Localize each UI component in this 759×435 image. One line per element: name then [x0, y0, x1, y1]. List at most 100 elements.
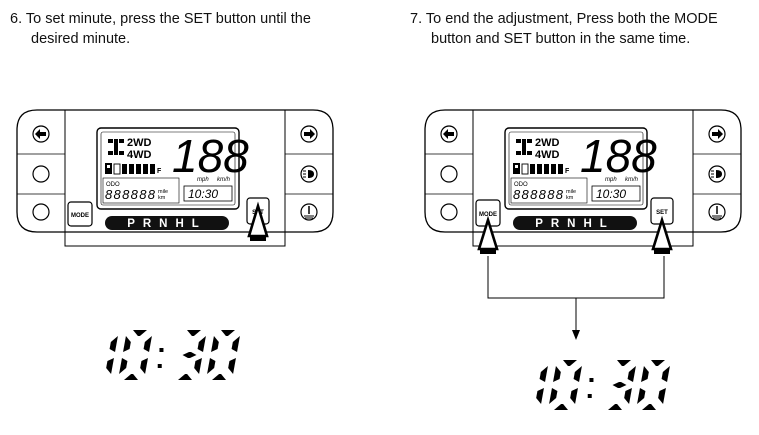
clock-digit-segment — [637, 388, 646, 404]
unit-kmh: km/h — [217, 177, 231, 183]
gear-indicator — [513, 216, 637, 230]
press-arrow-icon — [247, 201, 269, 241]
clock-colon — [157, 364, 162, 368]
clock-digit-segment — [627, 366, 636, 382]
result-clock-step-6 — [106, 330, 240, 380]
drive-mode-2wd: 2WD — [535, 137, 560, 149]
four-wheel-drive-icon — [516, 139, 532, 155]
clock-digit-segment — [182, 352, 197, 358]
left-turn-indicator-icon — [440, 125, 458, 143]
step-6-line-1: 6. To set minute, press the SET button u… — [10, 11, 311, 27]
gear-letters: PRNHL — [535, 218, 615, 230]
clock-digit-segment — [642, 404, 656, 410]
fuel-pump-icon — [513, 163, 520, 174]
clock-digit-segment — [143, 336, 152, 352]
drive-mode-4wd: 4WD — [535, 149, 560, 161]
odometer-digits: 888888 — [105, 187, 156, 202]
indicator-lamp-icon — [32, 165, 50, 183]
clock-digit-segment — [194, 358, 202, 374]
clock-digit-segment — [106, 358, 114, 374]
clock-digit-segment — [133, 330, 147, 336]
left-turn-indicator-icon — [32, 125, 50, 143]
unit-mph: mph — [605, 177, 617, 183]
clock-digit-segment — [211, 336, 219, 352]
step-6-instruction: 6. To set minute, press the SET button u… — [10, 9, 311, 49]
clock-digit-segment — [651, 360, 665, 366]
step-6-line-2: desired minute. — [31, 31, 131, 47]
clock-digit-segment — [221, 330, 235, 336]
clock-colon — [159, 348, 164, 352]
fuel-pump-icon — [105, 163, 112, 174]
step-7-instruction: 7. To end the adjustment, Press both the… — [410, 9, 718, 49]
lcd-clock: 10:30 — [188, 187, 218, 201]
clock-digit-segment — [124, 374, 138, 380]
dashboard-step-7: MODE SET 2WD 4WD 188 mph km/h F ODO 8888… — [424, 109, 742, 254]
clock-digit-segment — [608, 404, 622, 410]
clock-digit-segment — [549, 388, 558, 404]
four-wheel-drive-icon — [108, 139, 124, 155]
drive-mode-4wd: 4WD — [127, 149, 152, 161]
clock-digit-segment — [554, 404, 568, 410]
clock-digit-segment — [539, 366, 548, 382]
mode-button[interactable]: MODE — [67, 201, 93, 227]
clock-digit-segment — [197, 336, 206, 352]
clock-digit-segment — [658, 388, 666, 404]
dashboard-step-6: MODE SET 2WD 4WD 188 mph km/h F ODO 8888… — [16, 109, 334, 247]
clock-digit-segment — [553, 366, 561, 382]
speedometer-digits: 188 — [172, 130, 249, 182]
fuel-gauge: F — [513, 163, 570, 175]
speedometer-digits: 188 — [580, 130, 657, 182]
clock-digit-segment — [617, 360, 631, 366]
clock-digit-segment — [624, 388, 632, 404]
press-arrow-icon — [651, 215, 673, 254]
clock-digit-segment — [207, 358, 216, 374]
temperature-warning-icon — [708, 203, 726, 221]
unit-kmh: km/h — [625, 177, 639, 183]
indicator-lamp-icon — [440, 165, 458, 183]
clock-digit-segment — [119, 358, 128, 374]
gear-letters: PRNHL — [127, 218, 207, 230]
indicator-lamp-icon — [32, 203, 50, 221]
clock-digit-segment — [123, 336, 131, 352]
set-button-label: SET — [656, 210, 668, 216]
odometer-unit-mile: mile — [158, 189, 168, 195]
clock-digit-segment — [641, 366, 649, 382]
clock-digit-segment — [536, 388, 544, 404]
odometer-label: ODO — [514, 182, 528, 188]
clock-digit-segment — [573, 366, 582, 382]
headlight-icon — [708, 165, 726, 183]
clock-digit-segment — [212, 374, 226, 380]
result-clock-step-7 — [536, 360, 670, 410]
fuel-gauge: F — [105, 163, 162, 175]
fuel-full-label: F — [157, 168, 162, 175]
lcd-clock: 10:30 — [596, 187, 626, 201]
combine-connector-arrow — [487, 256, 665, 340]
clock-digit-segment — [231, 336, 240, 352]
lcd-display — [504, 127, 648, 210]
odometer-label: ODO — [106, 182, 120, 188]
odometer-unit-km: km — [566, 195, 574, 201]
indicator-lamp-icon — [440, 203, 458, 221]
clock-digit-segment — [109, 336, 118, 352]
clock-digit-segment — [178, 374, 192, 380]
clock-digit-segment — [570, 388, 578, 404]
clock-colon — [587, 394, 592, 398]
odometer-unit-mile: mile — [566, 189, 576, 195]
clock-digit-segment — [563, 360, 577, 366]
mode-button-label: MODE — [71, 213, 89, 219]
temperature-warning-icon — [300, 203, 318, 221]
step-7-line-2: button and SET button in the same time. — [431, 31, 691, 47]
clock-digit-segment — [140, 358, 148, 374]
odometer-unit-km: km — [158, 195, 166, 201]
fuel-full-label: F — [565, 168, 570, 175]
headlight-icon — [300, 165, 318, 183]
clock-digit-segment — [612, 382, 627, 388]
gear-indicator — [105, 216, 229, 230]
clock-digit-segment — [228, 358, 236, 374]
mode-button-label: MODE — [479, 212, 497, 218]
unit-mph: mph — [197, 177, 209, 183]
clock-digit-segment — [661, 366, 670, 382]
clock-colon — [589, 378, 594, 382]
odometer-digits: 888888 — [513, 187, 564, 202]
step-7-line-1: 7. To end the adjustment, Press both the… — [410, 11, 718, 27]
